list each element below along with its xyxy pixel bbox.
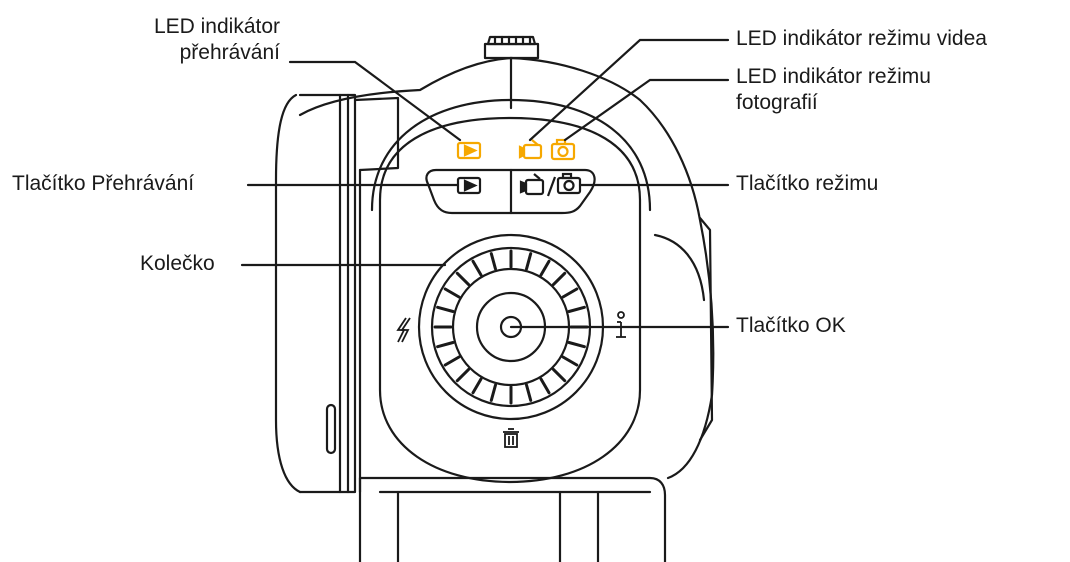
photo-camera-icon [556,172,582,195]
dial-ring [417,233,605,421]
dial-tick [551,367,567,383]
dial-tick [567,305,586,313]
dial-tick [489,252,497,271]
dial-tick [443,355,461,367]
bottom-grip [358,476,667,562]
dial-tick [436,305,455,313]
mode-separator [546,176,557,197]
trash-icon [503,428,519,448]
callout-leaders [240,38,730,329]
label-led-photo: LED indikátor režimu fotografií [736,64,931,116]
dial-tick [561,287,579,299]
label-led-playback: LED indikátor přehrávání [100,14,280,66]
lcd-side-panel [274,93,400,494]
dial-tick [525,252,533,271]
label-led-playback-line1: LED indikátor [153,15,280,38]
label-led-video: LED indikátor režimu videa [736,27,987,50]
video-led-icon [518,139,543,160]
dial-tick [561,355,579,367]
front-face-panel [378,116,642,484]
dial-tick [489,383,497,402]
label-btn-ok: Tlačítko OK [736,314,846,337]
playback-icon [456,176,482,195]
dial-tick [525,383,533,402]
leader-led-video [528,38,730,142]
flash-icon [396,317,411,343]
dial-tick [551,271,567,287]
dial-tick [567,341,586,349]
dial-tick [443,287,461,299]
leader-led-playback [288,60,462,142]
dial-tick [436,341,455,349]
dial-tick [539,377,551,395]
led-indicators [456,138,576,161]
video-camera-icon [519,173,545,196]
label-led-photo-line2: fotografií [736,91,818,114]
info-icon [616,311,626,338]
playback-led-icon [456,141,482,160]
dial-tick [539,259,551,277]
label-wheel: Kolečko [140,252,215,275]
label-btn-playback: Tlačítko Přehrávání [12,172,195,195]
top-knob [483,35,540,60]
label-led-playback-line2: přehrávání [179,41,280,64]
label-btn-mode: Tlačítko režimu [736,172,879,195]
dial-tick [471,377,483,395]
dial-tick [455,367,471,383]
photo-led-icon [550,138,576,161]
leader-led-photo [563,78,730,142]
dial-tick [455,271,471,287]
label-led-photo-line1: LED indikátor režimu [736,65,931,88]
camera-body-outline [298,56,715,480]
dial-tick [471,259,483,277]
button-cluster [425,168,596,215]
